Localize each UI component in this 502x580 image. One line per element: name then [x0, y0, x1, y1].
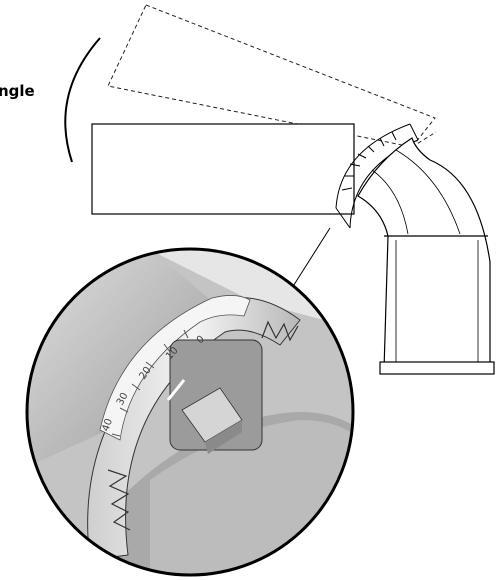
horizontal-arm [91, 123, 355, 215]
magnifier-border [25, 247, 355, 577]
scale-ticks [111, 329, 189, 437]
scale-tick-label: 0 [195, 334, 207, 347]
scale-tick-label: 40 [100, 417, 115, 433]
angle-arc [64, 37, 101, 163]
scale-labels: 40 30 20 10 0 [100, 334, 206, 433]
upright-body [357, 137, 495, 375]
magnified-detail: 40 30 20 10 0 [27, 249, 353, 575]
indicator-mark [166, 379, 186, 401]
tilted-arm-outline [107, 4, 437, 148]
angle-label: ngle [0, 82, 35, 100]
scale-tick-label: 30 [115, 391, 131, 407]
